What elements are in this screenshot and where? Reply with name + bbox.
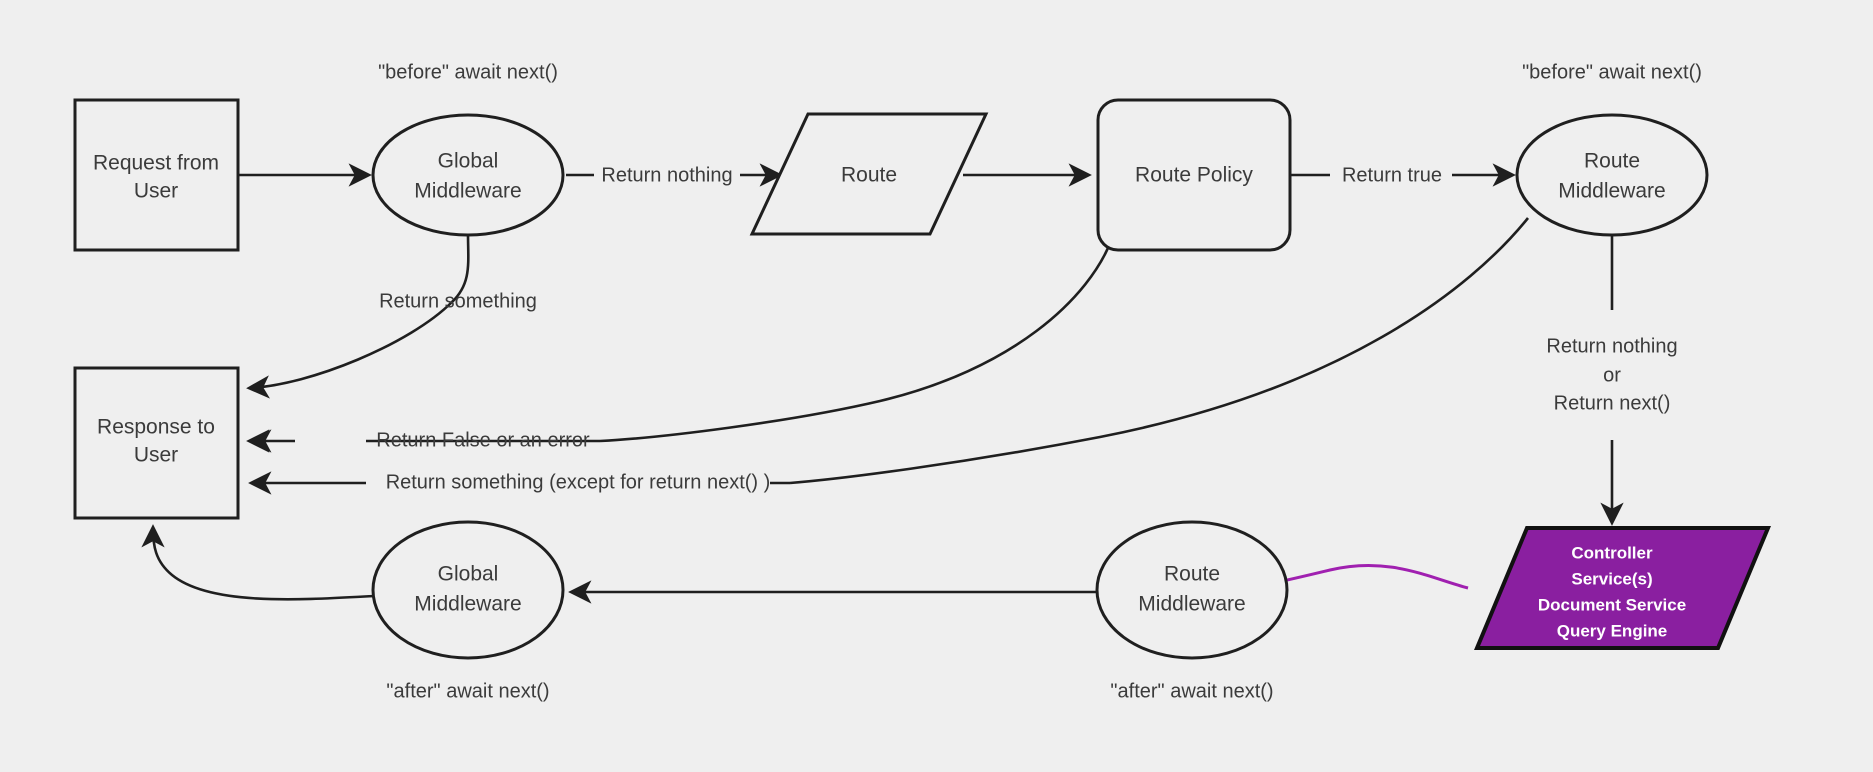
node-route-policy-label: Route Policy <box>1135 164 1253 187</box>
annotation-before-await-next-global: "before" await next() <box>378 61 558 83</box>
annotation-after-await-next-global: "after" await next() <box>386 680 549 702</box>
edge-label-return-true: Return true <box>1342 164 1442 186</box>
node-route-middleware-bottom[interactable] <box>1095 520 1289 660</box>
node-route-middleware-top-label-line1: Route <box>1584 150 1640 173</box>
node-request-label-line1: Request from <box>93 152 219 175</box>
node-route-middleware-bottom-label-line1: Route <box>1164 563 1220 586</box>
node-global-middleware-top-label-line2: Middleware <box>414 180 521 203</box>
node-route-middleware-top[interactable] <box>1515 113 1709 237</box>
node-global-middleware-bottom-label-line2: Middleware <box>414 593 521 616</box>
annotation-after-await-next-route: "after" await next() <box>1110 680 1273 702</box>
edge-label-return-something-except-next: Return something (except for return next… <box>386 471 771 493</box>
node-route-middleware-bottom-label-line2: Middleware <box>1138 593 1245 616</box>
node-route-label: Route <box>841 164 897 187</box>
node-request-label-line2: User <box>134 180 178 203</box>
node-controller-label-line1: Controller <box>1571 543 1653 562</box>
edge-label-return-nothing: Return nothing <box>601 164 732 186</box>
node-response-to-user[interactable] <box>73 366 240 520</box>
node-response-label-line2: User <box>134 444 178 467</box>
annotation-before-await-next-route: "before" await next() <box>1522 61 1702 83</box>
node-response-label-line1: Response to <box>97 416 215 439</box>
edge-route-policy-return-false-curve <box>599 235 1115 443</box>
edge-label-route-mw-out-line3: Return next() <box>1554 392 1671 414</box>
node-global-middleware-top[interactable] <box>371 113 565 237</box>
node-global-middleware-top-label-line1: Global <box>438 150 499 173</box>
node-controller-services[interactable] <box>1474 526 1771 650</box>
edge-global-middleware-return-something-to-response <box>246 233 470 399</box>
node-global-middleware-bottom[interactable] <box>371 520 565 660</box>
edge-label-route-mw-out-line1: Return nothing <box>1546 335 1677 357</box>
node-route-middleware-top-label-line2: Middleware <box>1558 180 1665 203</box>
node-controller-label-line4: Query Engine <box>1557 621 1668 640</box>
node-request-from-user[interactable] <box>73 98 240 252</box>
node-route[interactable] <box>749 112 989 236</box>
node-controller-label-line3: Document Service <box>1538 595 1686 614</box>
edge-global-middleware-bottom-to-response <box>141 524 375 601</box>
node-route-policy[interactable] <box>1096 98 1292 252</box>
edge-label-return-something-global: Return something <box>379 290 537 312</box>
edge-route-middleware-return-something-curve <box>789 217 1530 485</box>
node-global-middleware-bottom-label-line1: Global <box>438 563 499 586</box>
edge-label-return-false-or-error: Return False or an error <box>376 429 590 451</box>
edge-label-route-mw-out-line2: or <box>1603 364 1621 386</box>
node-controller-label-line2: Service(s) <box>1571 569 1652 588</box>
